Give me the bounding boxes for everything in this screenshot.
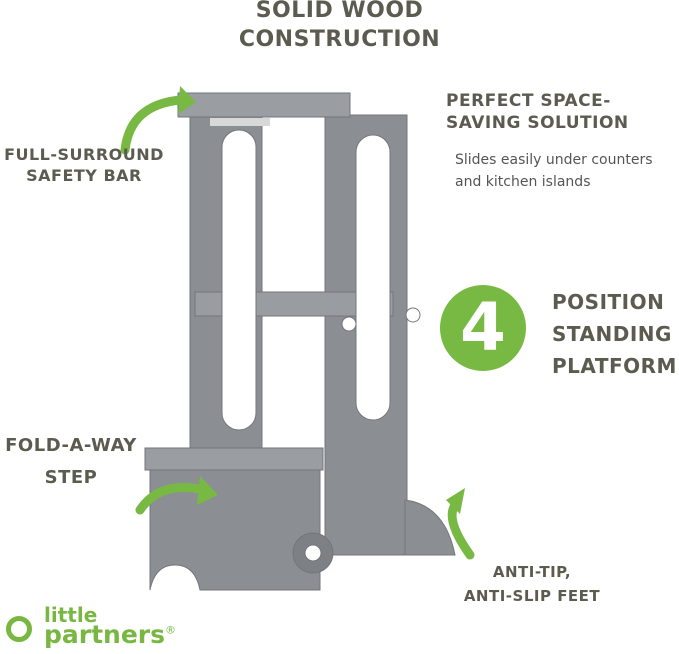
feature-space-saving: PERFECT SPACE- SAVING SOLUTION bbox=[446, 90, 629, 134]
anti-tip-foot bbox=[404, 499, 456, 556]
feature-desc: and kitchen islands bbox=[455, 173, 591, 190]
arrow-step bbox=[135, 483, 210, 515]
feature-title: ANTI-TIP, bbox=[492, 563, 572, 581]
position-count-badge: 4 bbox=[440, 285, 526, 371]
brand-line-2: partners bbox=[44, 620, 166, 649]
feature-space-saving-desc: Slides easily under counters and kitchen… bbox=[455, 150, 653, 193]
knob bbox=[405, 307, 421, 323]
feature-title: FULL-SURROUND bbox=[4, 145, 164, 164]
knob bbox=[304, 544, 322, 562]
learning-tower bbox=[144, 92, 456, 591]
feature-title: STEP bbox=[44, 467, 98, 488]
headline-line-2: CONSTRUCTION bbox=[238, 26, 441, 52]
feature-step: FOLD-A-WAY STEP bbox=[0, 430, 142, 494]
label-plate bbox=[210, 118, 270, 126]
feature-title: PLATFORM bbox=[552, 354, 677, 378]
feature-positions: POSITION STANDING PLATFORM bbox=[552, 286, 677, 382]
arrowheads bbox=[178, 86, 465, 514]
registered-mark: ® bbox=[165, 623, 177, 637]
brand-line-1: little bbox=[44, 603, 98, 627]
step-top bbox=[144, 447, 324, 471]
right-oval bbox=[355, 134, 391, 421]
feature-title: POSITION bbox=[552, 290, 665, 314]
arrow-safety-bar bbox=[120, 95, 185, 155]
arrow-feet bbox=[447, 500, 475, 560]
step-box bbox=[149, 469, 321, 591]
brand-logo: little partners® bbox=[6, 603, 177, 649]
feature-title: SAVING SOLUTION bbox=[446, 113, 629, 134]
headline-line-1: SOLID WOOD bbox=[255, 0, 424, 23]
feature-title: STANDING bbox=[552, 322, 672, 346]
headline: SOLID WOOD CONSTRUCTION bbox=[0, 0, 679, 54]
knob bbox=[341, 316, 357, 332]
left-oval bbox=[221, 129, 257, 431]
feature-feet: ANTI-TIP, ANTI-SLIP FEET bbox=[450, 560, 614, 608]
feature-title: PERFECT SPACE- bbox=[446, 91, 611, 111]
feature-title: SAFETY BAR bbox=[26, 165, 142, 185]
arrows bbox=[120, 95, 475, 560]
feature-safety-bar: FULL-SURROUND SAFETY BAR bbox=[0, 145, 168, 187]
feature-title: FOLD-A-WAY bbox=[5, 435, 137, 456]
feature-desc: Slides easily under counters bbox=[455, 152, 653, 168]
logo-icon bbox=[6, 616, 32, 642]
top-board bbox=[177, 92, 351, 118]
feature-title: ANTI-SLIP FEET bbox=[463, 587, 601, 605]
